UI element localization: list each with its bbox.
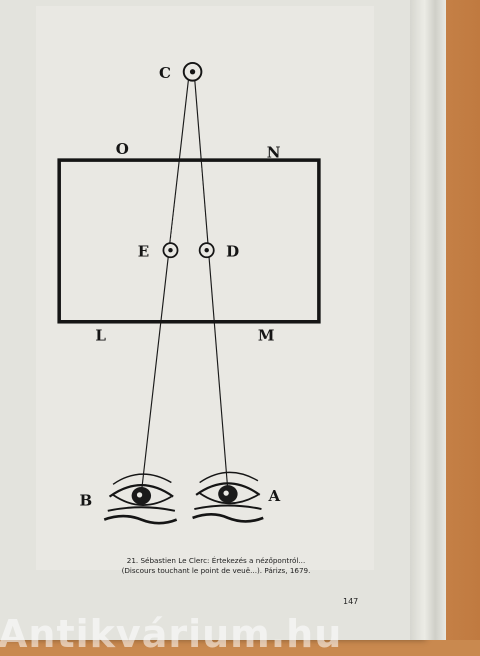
label-l: L bbox=[95, 326, 106, 344]
label-b: B bbox=[80, 492, 93, 510]
eye-c-pupil bbox=[189, 69, 196, 75]
perspective-figure: C O N E D L M B A bbox=[57, 61, 321, 525]
sight-line-a bbox=[193, 74, 229, 492]
watermark: Antikvárium.hu bbox=[0, 612, 343, 656]
label-n: N bbox=[267, 143, 281, 161]
caption-line-2: (Discours touchant le point de veuë...).… bbox=[121, 566, 311, 575]
picture-plane bbox=[57, 158, 321, 324]
page-edge bbox=[410, 0, 446, 640]
dotted-line-e bbox=[169, 159, 182, 250]
label-c: C bbox=[159, 64, 171, 82]
label-a: A bbox=[268, 487, 281, 505]
eye-a-icon bbox=[192, 471, 264, 523]
caption-line-1: 21. Sébastien Le Clerc: Értekezés a néző… bbox=[126, 556, 306, 565]
label-o: O bbox=[116, 140, 129, 158]
sight-line-b bbox=[140, 74, 190, 494]
label-e: E bbox=[138, 242, 149, 260]
page-number: 147 bbox=[343, 597, 359, 606]
label-m: M bbox=[258, 326, 275, 344]
label-d: D bbox=[226, 242, 239, 260]
eye-b-icon bbox=[103, 473, 178, 525]
figure-caption: 21. Sébastien Le Clerc: Értekezés a néző… bbox=[96, 556, 336, 576]
point-d-center bbox=[204, 248, 209, 253]
dotted-line-d bbox=[198, 159, 208, 250]
point-e-center bbox=[168, 248, 173, 253]
